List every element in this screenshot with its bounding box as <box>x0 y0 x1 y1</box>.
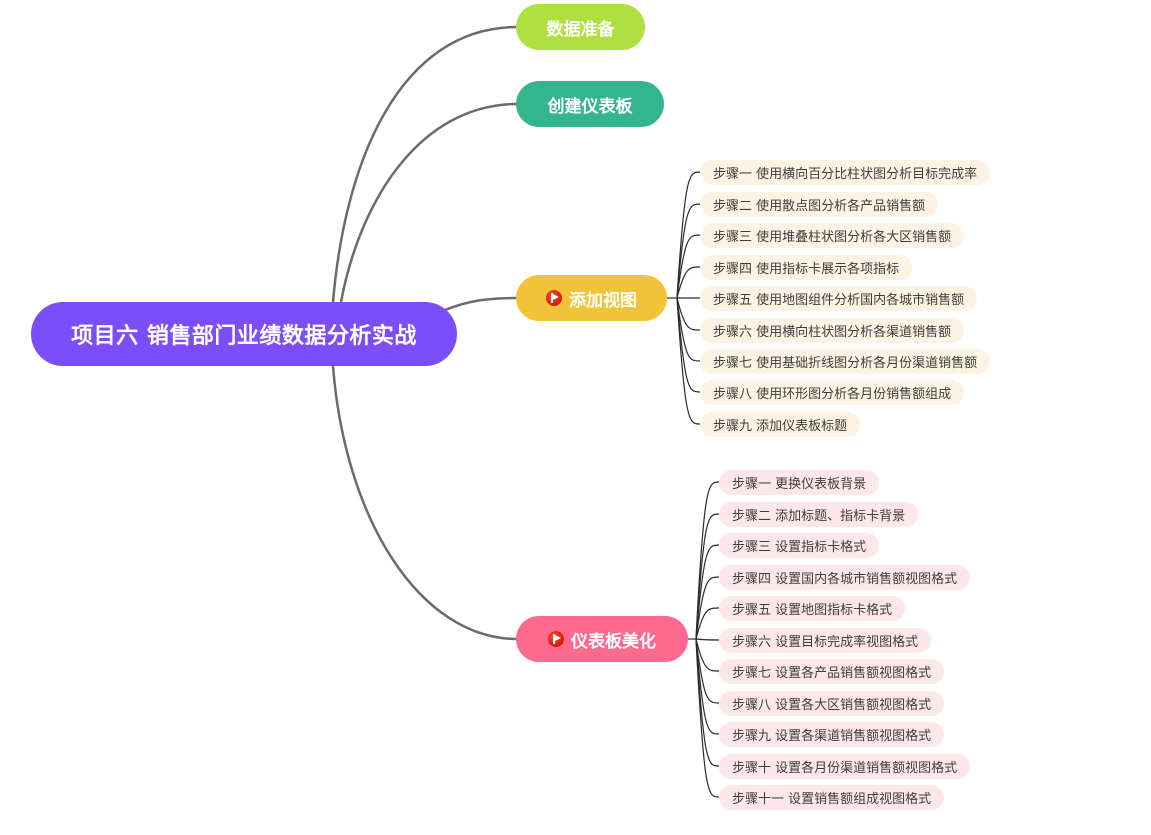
subtopic-label: 步骤一 更换仪表板背景 <box>732 476 867 492</box>
subtopic-beautify-step-11[interactable]: 步骤十一 设置销售额组成视图格式 <box>719 784 945 810</box>
subtopic-add-views-step-6[interactable]: 步骤六 使用横向柱状图分析各渠道销售额 <box>700 317 965 343</box>
subtopic-add-views-step-3[interactable]: 步骤三 使用堆叠柱状图分析各大区销售额 <box>700 222 965 248</box>
connector-beautify-step-5 <box>695 607 720 640</box>
subtopic-beautify-step-6[interactable]: 步骤六 设置目标完成率视图格式 <box>719 627 932 653</box>
subtopic-label: 步骤八 设置各大区销售额视图格式 <box>732 697 932 713</box>
subtopic-label: 步骤二 添加标题、指标卡背景 <box>732 508 906 524</box>
subtopic-label: 步骤七 设置各产品销售额视图格式 <box>732 665 932 681</box>
connector-add-views-step-3 <box>676 234 701 299</box>
connector-beautify-step-8 <box>695 638 720 704</box>
connector-add-views-step-1 <box>676 171 701 299</box>
connector-root-to-add-views <box>444 296 517 312</box>
subtopic-label: 步骤九 设置各渠道销售额视图格式 <box>732 728 932 744</box>
subtopic-add-views-step-9[interactable]: 步骤九 添加仪表板标题 <box>700 411 861 437</box>
root-topic[interactable]: 项目六 销售部门业绩数据分析实战 <box>31 302 457 366</box>
subtopic-label: 步骤三 使用堆叠柱状图分析各大区销售额 <box>713 229 952 245</box>
topic-label: 数据准备 <box>546 19 615 40</box>
topic-add-views[interactable]: 添加视图 <box>516 275 667 321</box>
connector-root-to-data-preparation <box>331 25 517 303</box>
subtopic-label: 步骤七 使用基础折线图分析各月份渠道销售额 <box>713 355 978 371</box>
topic-label: 仪表板美化 <box>571 631 656 652</box>
topic-create-dashboard[interactable]: 创建仪表板 <box>516 81 664 127</box>
subtopic-label: 步骤六 使用横向柱状图分析各渠道销售额 <box>713 324 952 340</box>
subtopic-label: 步骤十 设置各月份渠道销售额视图格式 <box>732 760 958 776</box>
topic-label: 添加视图 <box>569 290 637 311</box>
topic-label: 创建仪表板 <box>547 96 633 117</box>
subtopic-label: 步骤九 添加仪表板标题 <box>713 418 848 434</box>
subtopic-beautify-step-4[interactable]: 步骤四 设置国内各城市销售额视图格式 <box>719 564 971 590</box>
connector-beautify-step-1 <box>695 481 720 640</box>
subtopic-label: 步骤四 使用指标卡展示各项指标 <box>713 261 900 277</box>
connector-root-to-beautify-dashboard <box>331 365 517 641</box>
connector-add-views-step-2 <box>676 203 701 299</box>
connector-add-views-step-4 <box>676 266 701 299</box>
subtopic-beautify-step-8[interactable]: 步骤八 设置各大区销售额视图格式 <box>719 690 945 716</box>
connector-add-views-step-7 <box>676 297 701 362</box>
subtopic-beautify-step-3[interactable]: 步骤三 设置指标卡格式 <box>719 532 880 558</box>
connector-add-views-step-9 <box>676 297 701 425</box>
subtopic-beautify-step-5[interactable]: 步骤五 设置地图指标卡格式 <box>719 595 906 621</box>
subtopic-add-views-step-7[interactable]: 步骤七 使用基础折线图分析各月份渠道销售额 <box>700 348 991 374</box>
subtopic-beautify-step-2[interactable]: 步骤二 添加标题、指标卡背景 <box>719 501 919 527</box>
subtopic-add-views-step-5[interactable]: 步骤五 使用地图组件分析国内各城市销售额 <box>700 285 978 311</box>
subtopic-label: 步骤八 使用环形图分析各月份销售额组成 <box>713 386 952 402</box>
topic-beautify-dashboard[interactable]: 仪表板美化 <box>516 616 688 662</box>
connector-beautify-step-9 <box>695 638 720 735</box>
topic-data-preparation[interactable]: 数据准备 <box>516 4 645 50</box>
connector-add-views-step-8 <box>676 297 701 393</box>
subtopic-label: 步骤十一 设置销售额组成视图格式 <box>732 791 932 807</box>
subtopic-add-views-step-8[interactable]: 步骤八 使用环形图分析各月份销售额组成 <box>700 379 965 405</box>
connector-beautify-step-11 <box>695 638 720 798</box>
red-flag-icon <box>548 631 564 647</box>
subtopic-label: 步骤六 设置目标完成率视图格式 <box>732 634 919 650</box>
subtopic-label: 步骤五 使用地图组件分析国内各城市销售额 <box>713 292 965 308</box>
subtopic-label: 步骤一 使用横向百分比柱状图分析目标完成率 <box>713 166 978 182</box>
subtopic-beautify-step-10[interactable]: 步骤十 设置各月份渠道销售额视图格式 <box>719 753 971 779</box>
red-flag-icon <box>546 290 562 306</box>
connector-beautify-step-7 <box>695 638 720 672</box>
connector-add-views-step-6 <box>676 297 701 331</box>
root-topic-label: 项目六 销售部门业绩数据分析实战 <box>71 324 417 349</box>
connector-beautify-step-3 <box>695 544 720 640</box>
connector-beautify-step-10 <box>695 638 720 767</box>
subtopic-label: 步骤四 设置国内各城市销售额视图格式 <box>732 571 958 587</box>
subtopic-add-views-step-4[interactable]: 步骤四 使用指标卡展示各项指标 <box>700 254 913 280</box>
subtopic-beautify-step-1[interactable]: 步骤一 更换仪表板背景 <box>719 469 880 495</box>
subtopic-beautify-step-9[interactable]: 步骤九 设置各渠道销售额视图格式 <box>719 721 945 747</box>
subtopic-label: 步骤三 设置指标卡格式 <box>732 539 867 555</box>
connector-beautify-step-2 <box>695 513 720 640</box>
connector-beautify-step-6 <box>695 638 720 641</box>
subtopic-label: 步骤二 使用散点图分析各产品销售额 <box>713 198 926 214</box>
subtopic-beautify-step-7[interactable]: 步骤七 设置各产品销售额视图格式 <box>719 658 945 684</box>
connector-beautify-step-4 <box>695 576 720 640</box>
subtopic-add-views-step-1[interactable]: 步骤一 使用横向百分比柱状图分析目标完成率 <box>700 159 991 185</box>
connector-root-to-create-dashboard <box>339 102 517 303</box>
subtopic-label: 步骤五 设置地图指标卡格式 <box>732 602 893 618</box>
subtopic-add-views-step-2[interactable]: 步骤二 使用散点图分析各产品销售额 <box>700 191 939 217</box>
